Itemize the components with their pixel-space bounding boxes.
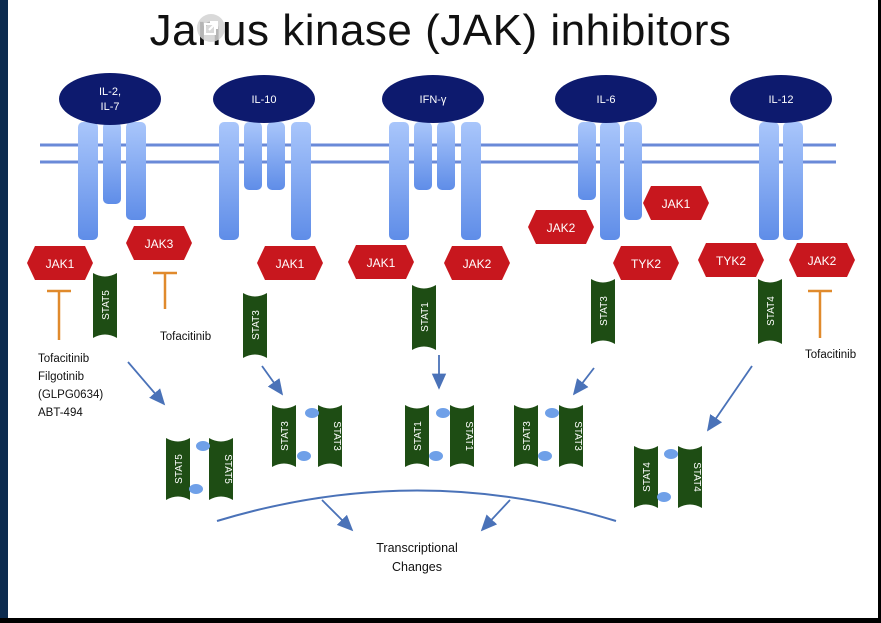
inhibitor-bar-left: [47, 289, 71, 340]
inhibitor-label-right: Tofacitinib: [805, 349, 856, 361]
svg-text:STAT4: STAT4: [766, 296, 777, 326]
svg-text:IL-7: IL-7: [101, 101, 120, 113]
svg-text:IL-10: IL-10: [251, 94, 276, 106]
inhibitor-label-middle: Tofacitinib: [160, 331, 211, 343]
svg-text:STAT3: STAT3: [599, 296, 610, 326]
ligand-ifn-gamma: IFN-γ: [382, 75, 484, 123]
outcome-label-line2: Changes: [392, 560, 442, 574]
stat-dimer-stat3-right: STAT3 STAT3: [514, 405, 583, 467]
kinase-jak2-r4: JAK2: [528, 210, 594, 244]
receptor-il6: [578, 122, 642, 240]
stat-single-stat3-r4: STAT3: [591, 279, 615, 344]
svg-text:TYK2: TYK2: [716, 254, 746, 268]
svg-text:JAK2: JAK2: [547, 221, 576, 235]
arrow-transcription-right: [480, 499, 511, 532]
stat-single-stat4: STAT4: [758, 279, 782, 344]
kinase-jak1-r2: JAK1: [257, 246, 323, 280]
svg-text:JAK1: JAK1: [662, 197, 691, 211]
inhibitor-list-left: Tofacitinib Filgotinib (GLPG0634) ABT-49…: [38, 353, 103, 419]
svg-text:STAT1: STAT1: [420, 302, 431, 332]
svg-text:JAK1: JAK1: [276, 257, 305, 271]
arrow-stat5: [127, 361, 166, 406]
svg-text:STAT3: STAT3: [522, 421, 533, 451]
outcome-label-line1: Transcriptional: [376, 541, 458, 555]
svg-text:STAT3: STAT3: [331, 421, 342, 451]
ligand-il12: IL-12: [730, 75, 832, 123]
svg-text:STAT1: STAT1: [463, 421, 474, 451]
arrow-stat3-right: [572, 367, 595, 396]
svg-text:TYK2: TYK2: [631, 257, 661, 271]
svg-text:JAK3: JAK3: [145, 237, 174, 251]
stat-single-stat5: STAT5: [93, 273, 117, 338]
receptor-il12: [759, 122, 803, 240]
svg-text:(GLPG0634): (GLPG0634): [38, 389, 103, 401]
svg-text:STAT5: STAT5: [101, 290, 112, 320]
svg-text:STAT4: STAT4: [691, 462, 702, 492]
kinase-jak1-r4: JAK1: [643, 186, 709, 220]
svg-text:IL-2,: IL-2,: [99, 86, 121, 98]
svg-text:ABT-494: ABT-494: [38, 407, 83, 419]
svg-text:STAT3: STAT3: [280, 421, 291, 451]
stat-single-stat3-r2: STAT3: [243, 293, 267, 358]
svg-text:STAT5: STAT5: [222, 454, 233, 484]
svg-text:STAT4: STAT4: [642, 462, 653, 492]
left-edge-bar: [0, 0, 8, 618]
kinase-tyk2-r5: TYK2: [698, 243, 764, 277]
kinase-tyk2-r4: TYK2: [613, 246, 679, 280]
receptor-il10: [219, 122, 311, 240]
receptor-il2-il7: [78, 122, 146, 240]
kinase-jak1-r3: JAK1: [348, 245, 414, 279]
svg-text:IFN-γ: IFN-γ: [420, 94, 447, 106]
svg-text:Tofacitinib: Tofacitinib: [38, 353, 89, 365]
svg-text:JAK2: JAK2: [808, 254, 837, 268]
ligand-il10: IL-10: [213, 75, 315, 123]
kinase-jak3-r1: JAK3: [126, 226, 192, 260]
stat-dimer-stat1: STAT1 STAT1: [405, 405, 474, 467]
nucleus-boundary: [216, 489, 617, 522]
stat-dimer-stat5: STAT5 STAT5: [166, 438, 233, 500]
arrow-transcription-left: [321, 499, 354, 532]
stat-dimer-stat3-left: STAT3 STAT3: [272, 405, 342, 467]
svg-text:Filgotinib: Filgotinib: [38, 371, 84, 383]
slide-title: Janus kinase (JAK) inhibitors: [149, 6, 732, 55]
arrow-stat3-left: [261, 365, 284, 396]
svg-text:IL-6: IL-6: [597, 94, 616, 106]
svg-text:STAT1: STAT1: [413, 421, 424, 451]
kinase-jak1-r1: JAK1: [27, 246, 93, 280]
stat-single-stat1: STAT1: [412, 285, 436, 350]
svg-text:STAT3: STAT3: [572, 421, 583, 451]
expand-icon[interactable]: [197, 14, 225, 42]
stat-dimer-stat4: STAT4 STAT4: [634, 446, 702, 508]
svg-text:JAK1: JAK1: [46, 257, 75, 271]
arrow-stat4: [706, 365, 753, 432]
receptor-ifn-gamma: [389, 122, 481, 240]
ligand-il2-il7: IL-2, IL-7: [59, 73, 161, 125]
svg-text:JAK1: JAK1: [367, 256, 396, 270]
svg-text:JAK2: JAK2: [463, 257, 492, 271]
svg-text:STAT3: STAT3: [251, 310, 262, 340]
kinase-jak2-r5: JAK2: [789, 243, 855, 277]
ligand-il6: IL-6: [555, 75, 657, 123]
inhibitor-bar-middle: [153, 271, 177, 309]
svg-text:STAT5: STAT5: [174, 454, 185, 484]
kinase-jak2-r3: JAK2: [444, 246, 510, 280]
inhibitor-bar-right: [808, 289, 832, 338]
activation-arrows: [127, 355, 753, 432]
svg-text:IL-12: IL-12: [768, 94, 793, 106]
